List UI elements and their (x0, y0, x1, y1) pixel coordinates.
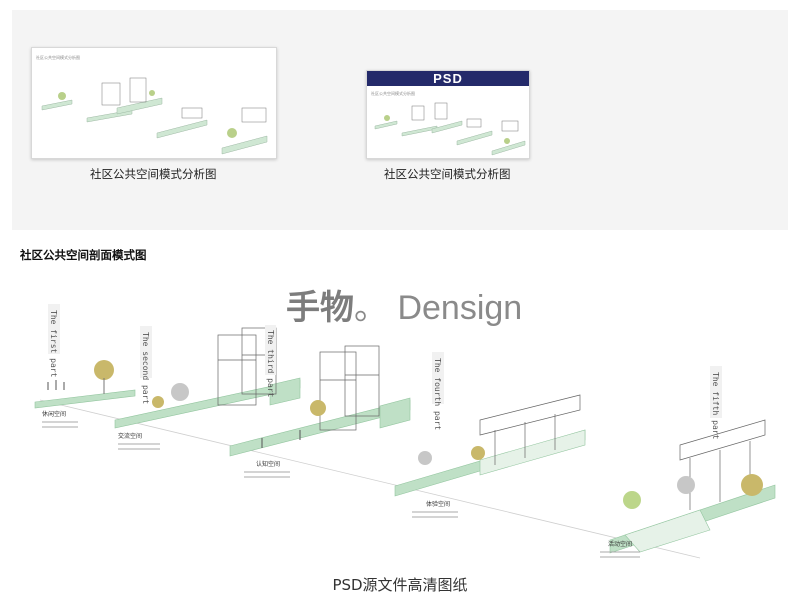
thumbnail-1-title: 社区公共空间模式分析图 (36, 55, 80, 60)
watermark-dot: 。 (354, 289, 388, 327)
part-2 (114, 325, 301, 429)
watermark-hand: 手物 (286, 289, 354, 327)
watermark: 手物。 Densign (286, 280, 522, 329)
part-label-4: The fourth part (433, 358, 442, 430)
space-title-1: 休闲空间 (42, 410, 66, 418)
psd-badge: PSD (367, 71, 529, 86)
thumbnail-2-title: 社区公共空间模式分析图 (371, 91, 415, 96)
part-3 (229, 345, 411, 457)
thumbnail-2-caption: 社区公共空间模式分析图 (384, 167, 511, 181)
part-label-1: The first part (49, 310, 58, 378)
part-label-3: The third part (266, 330, 275, 398)
space-title-3: 认知空间 (256, 460, 280, 468)
thumbnail-1-caption: 社区公共空间模式分析图 (90, 167, 217, 181)
part-label-2: The second part (141, 332, 150, 404)
section-diagram: The first part The second part The third… (34, 304, 776, 559)
footer-caption: PSD源文件高清图纸 (332, 576, 468, 594)
thumbnail-1-sketch (41, 77, 268, 155)
part-1 (34, 304, 136, 409)
thumbnail-1[interactable]: 社区公共空间模式分析图 (31, 47, 277, 159)
section-title: 社区公共空间剖面模式图 (20, 248, 147, 262)
space-title-2: 交流空间 (118, 432, 142, 440)
thumbnail-2-sketch (374, 102, 526, 156)
part-4 (394, 352, 586, 497)
thumbnail-2[interactable]: PSD 社区公共空间模式分析图 (366, 70, 530, 159)
preview-panel: 社区公共空间模式分析图 PSD 社区公共空间模式分析图 (12, 10, 788, 230)
watermark-brand: Densign (397, 289, 523, 327)
part-5 (609, 366, 776, 554)
space-title-4: 体验空间 (426, 500, 450, 508)
part-label-5: The fifth part (711, 372, 720, 440)
space-title-5: 活动空间 (608, 540, 632, 548)
